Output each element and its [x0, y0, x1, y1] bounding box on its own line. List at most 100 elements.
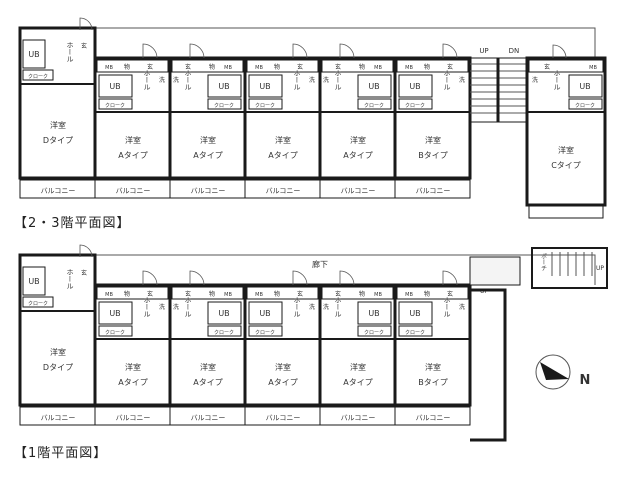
unit-balcony-label: バルコニー [266, 414, 301, 422]
unit-room-label: 洋室 [125, 362, 141, 372]
entry-door-swing [142, 43, 158, 59]
unit-hall-label: ホール [143, 297, 151, 318]
unit-closet-label: クローク [575, 103, 595, 109]
unit-type-label: Bタイプ [418, 378, 448, 387]
unit-wash-label: 洗 [459, 303, 465, 311]
unit-balcony-label: バルコニー [41, 187, 76, 195]
unit-closet-label: クローク [405, 330, 425, 336]
unit-type-label: Dタイプ [43, 363, 73, 372]
unit-room-label: 洋室 [200, 362, 216, 372]
unit-bath [98, 74, 133, 98]
unit-type-label: Aタイプ [193, 378, 222, 387]
unit-balcony-label: バルコニー [266, 187, 301, 195]
unit-hall-label: ホール [334, 297, 342, 318]
stairs: UP DN [469, 47, 528, 123]
compass-needle [540, 362, 569, 380]
unit-balcony-label: バルコニー [191, 187, 226, 195]
unit-bath-label: UB [259, 309, 270, 318]
unit-wash-label: 洗 [309, 76, 315, 84]
unit-utility-strip [321, 286, 394, 300]
stair-up-label: UP [479, 47, 488, 55]
unit-wash-label: 洗 [459, 76, 465, 84]
unit-entry-label: 玄 [335, 290, 341, 298]
unit-room-label: 洋室 [425, 135, 441, 145]
unit-room-label: 洋室 [125, 135, 141, 145]
unit-bath [398, 301, 433, 325]
unit-closet [398, 98, 433, 110]
stair-passage-wall [470, 288, 507, 442]
unit-hall-label: ホール [293, 70, 301, 91]
unit-balcony [394, 179, 471, 199]
unit-bath [22, 39, 46, 69]
unit-bath [398, 74, 433, 98]
unit-bath-label: UB [109, 82, 120, 91]
unit-mb-label: MB [105, 292, 113, 298]
unit-type-label: Cタイプ [551, 161, 581, 170]
unit-balcony-label: バルコニー [341, 414, 376, 422]
unit-bath [207, 301, 242, 325]
unit-wash-label: 洗 [159, 76, 165, 84]
unit-utility-strip [171, 286, 244, 300]
unit-utility-strip [96, 286, 169, 300]
unit-storage-label: 物 [124, 63, 130, 71]
unit-type-label: Aタイプ [193, 151, 222, 160]
unit-storage-label: 物 [274, 290, 280, 298]
unit-mb-label: MB [589, 65, 597, 71]
stair-up-label-entrance: UP [596, 265, 604, 272]
unit-balcony [394, 406, 471, 426]
stair-down-label: DN [509, 47, 520, 55]
unit-utility-strip [96, 59, 169, 73]
unit-utility-strip [528, 59, 604, 73]
unit-closet [248, 98, 283, 110]
unit-mb-label: MB [374, 65, 382, 71]
entry-door-swing [339, 43, 355, 59]
unit-closet-label: クローク [364, 330, 384, 336]
entrance-stair [531, 247, 608, 289]
unit-bath [357, 74, 392, 98]
unit-wash-label: 洗 [532, 76, 538, 84]
porch-label: ポーチ [540, 253, 547, 271]
unit-closet-label: クローク [105, 330, 125, 336]
unit-storage-label: 物 [359, 63, 365, 71]
unit-hall-label: ホール [184, 70, 192, 91]
unit-bath [568, 74, 603, 98]
unit-closet [22, 296, 54, 308]
unit-entry-label: 玄 [297, 63, 303, 71]
entry-door-swing [552, 44, 567, 59]
entry-door-swing [442, 43, 458, 59]
unit-closet [207, 98, 242, 110]
unit-bath-label: UB [28, 277, 39, 286]
entry-door-swing [189, 270, 205, 286]
unit-bath-label: UB [109, 309, 120, 318]
unit-room-label: 洋室 [350, 135, 366, 145]
unit-closet-label: クローク [105, 103, 125, 109]
unit-hall-label: ホール [184, 297, 192, 318]
unit-balcony-label: バルコニー [191, 414, 226, 422]
unit-hall-label: ホール [66, 42, 74, 63]
unit-bath-label: UB [409, 82, 420, 91]
unit-closet-label: クローク [28, 301, 48, 307]
unit-type-label: Aタイプ [118, 378, 147, 387]
entry-door-swing [292, 43, 308, 59]
unit-mb-label: MB [255, 65, 263, 71]
unit-closet [398, 325, 433, 337]
unit-entry-label: 玄 [185, 63, 191, 71]
unit-wash-label: 洗 [173, 303, 179, 311]
unit-mb-label: MB [224, 292, 232, 298]
unit-hall-label: ホール [143, 70, 151, 91]
unit-type-label: Aタイプ [343, 378, 372, 387]
unit-closet-label: クローク [364, 103, 384, 109]
unit-entry-label: 玄 [147, 290, 153, 298]
unit-bath-label: UB [218, 82, 229, 91]
entry-door-swing [339, 270, 355, 286]
corridor-label: 廊下 [312, 259, 328, 269]
